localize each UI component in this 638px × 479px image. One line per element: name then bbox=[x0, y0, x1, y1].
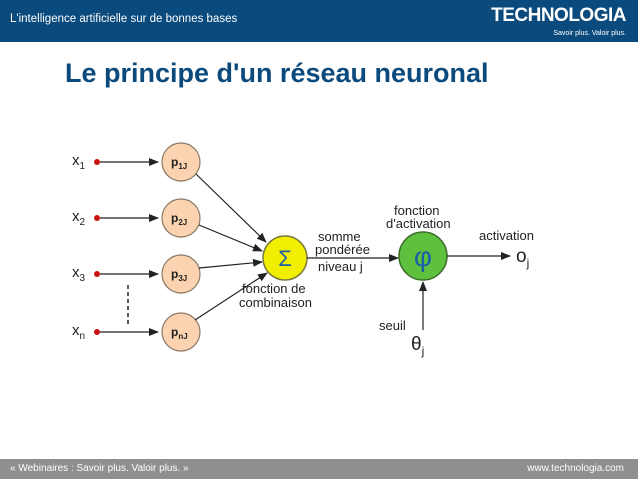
input-dot-n bbox=[94, 329, 100, 335]
footer-website-link[interactable]: www.technologia.com bbox=[527, 463, 624, 474]
weight-label-n: pnJ bbox=[171, 325, 188, 341]
input-dot-2 bbox=[94, 215, 100, 221]
brand-slogan: Savoir plus. Valoir plus. bbox=[553, 30, 626, 37]
activation-label: activation bbox=[479, 228, 534, 243]
weighted-sum-label-line1: somme bbox=[318, 229, 361, 244]
header-bar: L'intelligence artificielle sur de bonne… bbox=[0, 0, 638, 42]
weight-label-1: p1J bbox=[171, 155, 187, 171]
header-subtitle: L'intelligence artificielle sur de bonne… bbox=[10, 13, 238, 25]
input-label-n: xn bbox=[72, 322, 85, 342]
slide-title: Le principe d'un réseau neuronal bbox=[65, 58, 489, 88]
threshold-label: seuil bbox=[379, 318, 406, 333]
weight-node-n bbox=[161, 312, 201, 352]
activation-symbol: φ bbox=[414, 241, 432, 272]
weight-node-1 bbox=[161, 142, 201, 182]
weighted-sum-label-line2: pondérée bbox=[315, 242, 370, 257]
combination-label-line2: combinaison bbox=[239, 295, 312, 310]
weight-arrow-n bbox=[194, 272, 268, 321]
input-label-3: x3 bbox=[72, 264, 86, 284]
input-label-1: x1 bbox=[72, 152, 86, 172]
input-dot-3 bbox=[94, 271, 100, 277]
footer-tagline: « Webinaires : Savoir plus. Valoir plus.… bbox=[10, 463, 189, 474]
input-label-2: x2 bbox=[72, 208, 86, 228]
weight-arrow-3 bbox=[198, 258, 263, 269]
activation-function-label-line1: fonction bbox=[394, 203, 440, 218]
weight-node-3 bbox=[161, 254, 201, 294]
brand-name: TECHNOLOGIA bbox=[491, 5, 626, 26]
activation-function-label-line2: d'activation bbox=[386, 216, 451, 231]
output-label: oj bbox=[516, 246, 529, 270]
input-dot-1 bbox=[94, 159, 100, 165]
sum-symbol: Σ bbox=[278, 246, 292, 271]
combination-label-line1: fonction de bbox=[242, 281, 306, 296]
weight-arrow-1 bbox=[195, 173, 267, 243]
weight-arrow-2 bbox=[198, 224, 263, 252]
weight-node-2 bbox=[161, 198, 201, 238]
brand-logo: TECHNOLOGIA Savoir plus. Valoir plus. bbox=[491, 5, 626, 38]
level-label: niveau j bbox=[318, 259, 363, 274]
threshold-symbol: θj bbox=[411, 334, 424, 358]
weight-label-2: p2J bbox=[171, 211, 187, 227]
weight-label-3: p3J bbox=[171, 267, 187, 283]
footer-bar: « Webinaires : Savoir plus. Valoir plus.… bbox=[0, 459, 638, 479]
